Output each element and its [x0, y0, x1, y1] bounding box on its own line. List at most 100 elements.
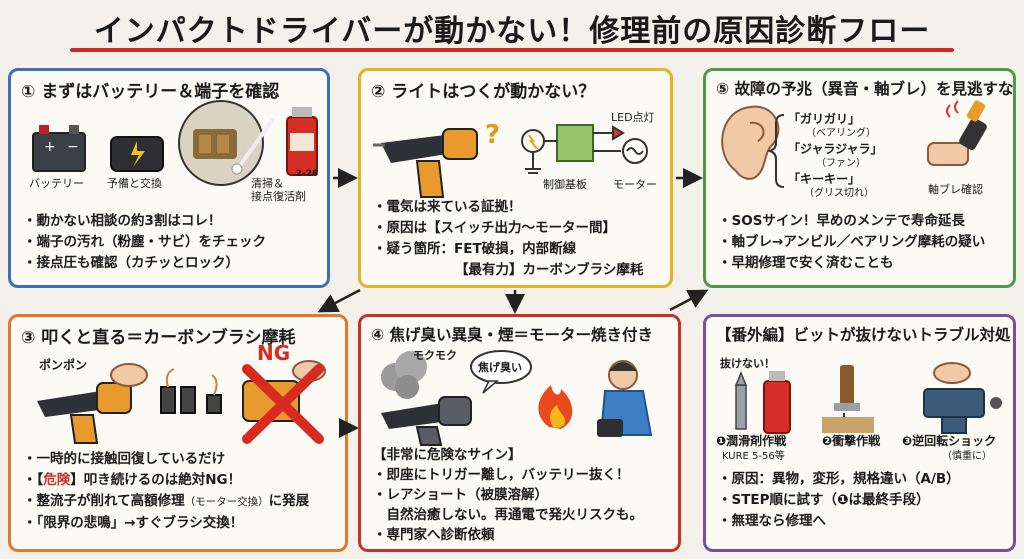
bullet-list: ・電気は来ている証拠！ ・原因は【スイッチ出力～モーター間】 ・疑う箇所：FET… [373, 197, 643, 281]
clean-label-1: 清掃＆ [251, 177, 284, 190]
title-underline [70, 48, 954, 52]
bullet-list: 【非常に危険なサイン】 ・即座にトリガー離し，バッテリー抜く！ ・レアショート（… [373, 445, 643, 545]
knock-sound-label: ポンポン [39, 358, 88, 372]
list-item: ・無理なら修理へ [718, 513, 826, 529]
bit-icon [734, 371, 748, 430]
worried-person-icon [597, 360, 653, 437]
list-item: ・疑う箇所：FET破損，内部断線 [373, 241, 577, 257]
step1-note: KURE 5-56等 [722, 451, 785, 462]
list-item: 【最有力】カーボンブラシ摩耗 [455, 262, 644, 278]
list-item: ・即座にトリガー離し，バッテリー抜く！ [373, 467, 630, 483]
board-label: 制御基板 [543, 178, 587, 191]
list-item: ・【危険】叩き続けるのは絶対NG！ [23, 470, 309, 491]
bullet-text: ・【 [23, 472, 44, 488]
smell-label: 焦げ臭い [478, 361, 522, 374]
panel-stuck-bit: 【番外編】ビットが抜けないトラブル対処 抜けない！ ❶潤滑剤作戦 KURE 5-… [703, 314, 1016, 552]
contact-cleaner-can-icon [286, 107, 318, 176]
smoking-driver-icon [381, 396, 472, 446]
ng-cross-icon [242, 360, 326, 444]
arrow-4-to-5 [669, 289, 709, 312]
bullet-list: ・SOSサイン！早めのメンテで寿命延長 ・軸ブレ→アンビル／ベアリング摩耗の疑い… [718, 211, 985, 274]
stuck-bit-illustrations [734, 362, 1002, 434]
vise-icon [923, 362, 1002, 434]
list-item: ・SOSサイン！早めのメンテで寿命延長 [718, 213, 965, 229]
battery-icon: + − [32, 125, 86, 172]
battery-illustrations: + − [32, 100, 318, 186]
speech-bubble-icon [470, 350, 532, 394]
bullet-text: 】叩き続けるのは絶対NG！ [70, 472, 242, 488]
list-item: ・原因は【スイッチ出力～モーター間】 [373, 220, 616, 236]
panel-title: ⑤ 故障の予兆（異音・軸ブレ）を見逃すな [716, 80, 1014, 98]
list-item: ・軸ブレ→アンビル／ベアリング摩耗の疑い [718, 234, 986, 250]
spare-label: 予備と交換 [107, 177, 162, 190]
list-item: 自然治癒しない。再通電で発火リスクも。 [373, 507, 643, 523]
list-item: ・専門家へ診断依頼 [373, 527, 495, 543]
bullet-list: ・原因：異物，変形，規格違い（A/B） ・STEP順に試す（❶は最終手段） ・無… [718, 469, 960, 532]
sound-label: 「キーキー」 [788, 172, 861, 186]
wobble-check-icon [927, 100, 987, 166]
led-label: LED点灯 [611, 111, 655, 124]
list-item: ・端子の汚れ（粉塵・サビ）をチェック [23, 234, 266, 250]
list-item: ・「限界の悲鳴」→すぐブラシ交換！ [23, 515, 244, 531]
terminal-closeup-icon [178, 100, 275, 186]
smoke-illustrations [381, 350, 653, 446]
panel-title: 【番外編】ビットが抜けないトラブル対処 [716, 326, 1011, 344]
danger-label: 危険 [43, 472, 71, 488]
svg-text:−: − [67, 139, 79, 155]
sound-part: （グリス切れ） [804, 188, 874, 199]
spare-battery-icon [110, 136, 164, 172]
smoke-cloud-icon [381, 351, 427, 399]
smoke-label: モクモク [413, 349, 457, 362]
arrow-2-to-3 [317, 288, 361, 313]
bullet-list: ・一時的に接触回復しているだけ ・【危険】叩き続けるのは絶対NG！ ・整流子が削… [23, 449, 309, 534]
list-item: ・動かない相談の約3割はコレ！ [23, 213, 222, 229]
step3-label: ❸逆回転ショック [902, 434, 997, 448]
question-mark-icon: ? [485, 120, 500, 150]
panel-hitting-fixes: ③ 叩くと直る＝カーボンブラシ摩耗 ポンポン NG ・一時的に接触回復しているだ… [8, 314, 348, 552]
list-item: ・早期修理で安く済むことも [718, 255, 894, 271]
list-item: ・STEP順に試す（❶は最終手段） [718, 492, 930, 508]
sound-part: （ファン） [816, 158, 866, 169]
list-item: ・レアショート（被膜溶解） [373, 487, 548, 503]
list-item: ・接点圧も確認（カチッとロック） [23, 255, 239, 271]
panel-title: ④ 焦げ臭い異臭・煙＝モーター焼き付き [371, 326, 654, 344]
brush-illustrations [37, 360, 326, 444]
sound-label: 「ジャラジャラ」 [788, 142, 883, 156]
wobble-label: 軸ブレ確認 [928, 183, 983, 196]
step1-label: ❶潤滑剤作戦 [716, 434, 787, 448]
hitting-driver-icon [37, 363, 148, 444]
list-item: ・一時的に接触回復しているだけ [23, 451, 226, 467]
clean-label-2: 接点復活剤 [251, 190, 306, 203]
panel-title: ② ライトはつくが動かない？ [371, 82, 596, 102]
page-title: インパクトドライバーが動かない！修理前の原因診断フロー [93, 14, 931, 49]
step3-note: （慎重に） [942, 451, 992, 462]
impact-driver-icon [373, 128, 478, 198]
circuit-illustrations: ? [373, 120, 648, 198]
warning-illustrations [721, 100, 987, 188]
list-item: ・整流子が削れて高額修理（モーター交換）に発展 [23, 491, 309, 513]
panel-warning-signs: ⑤ 故障の予兆（異音・軸ブレ）を見逃すな 「ガリガリ」 （ベアリング） 「ジャラ… [703, 68, 1016, 288]
can-label: 2-26 [295, 169, 319, 179]
list-item: ・原因：異物，変形，規格違い（A/B） [718, 471, 960, 487]
bullet-text: に発展 [268, 493, 310, 509]
fire-icon [538, 385, 573, 429]
carbon-brush-icon [160, 368, 222, 414]
svg-text:+: + [44, 139, 56, 155]
circuit-diagram-icon [521, 124, 648, 174]
ng-label: NG [257, 341, 291, 365]
motor-label: モーター [613, 178, 657, 191]
bullet-text: ・整流子が削れて高額修理 [23, 493, 185, 509]
sound-part: （ベアリング） [806, 128, 876, 139]
step2-label: ❷衝撃作戦 [822, 434, 881, 448]
bullet-note: （モーター交換） [184, 496, 269, 508]
sound-label: 「ガリガリ」 [788, 112, 861, 126]
list-item: ・電気は来ている証拠！ [373, 199, 522, 215]
brace [766, 114, 785, 188]
list-item: 【非常に危険なサイン】 [373, 447, 522, 463]
panel-battery-check: ① まずはバッテリー＆端子を確認 + − 2-26 バ [8, 68, 330, 288]
panel-title: ① まずはバッテリー＆端子を確認 [21, 82, 280, 102]
hammer-icon [822, 365, 874, 433]
panel-burning-smell: ④ 焦げ臭い異臭・煙＝モーター焼き付き モクモク 焦げ臭い 【非常に危 [358, 314, 681, 552]
stuck-label: 抜けない！ [720, 357, 775, 370]
panel-light-on-no-motor: ② ライトはつくが動かない？ ? LED点灯 制御基板 モーター ・電気は来てい… [358, 68, 673, 288]
